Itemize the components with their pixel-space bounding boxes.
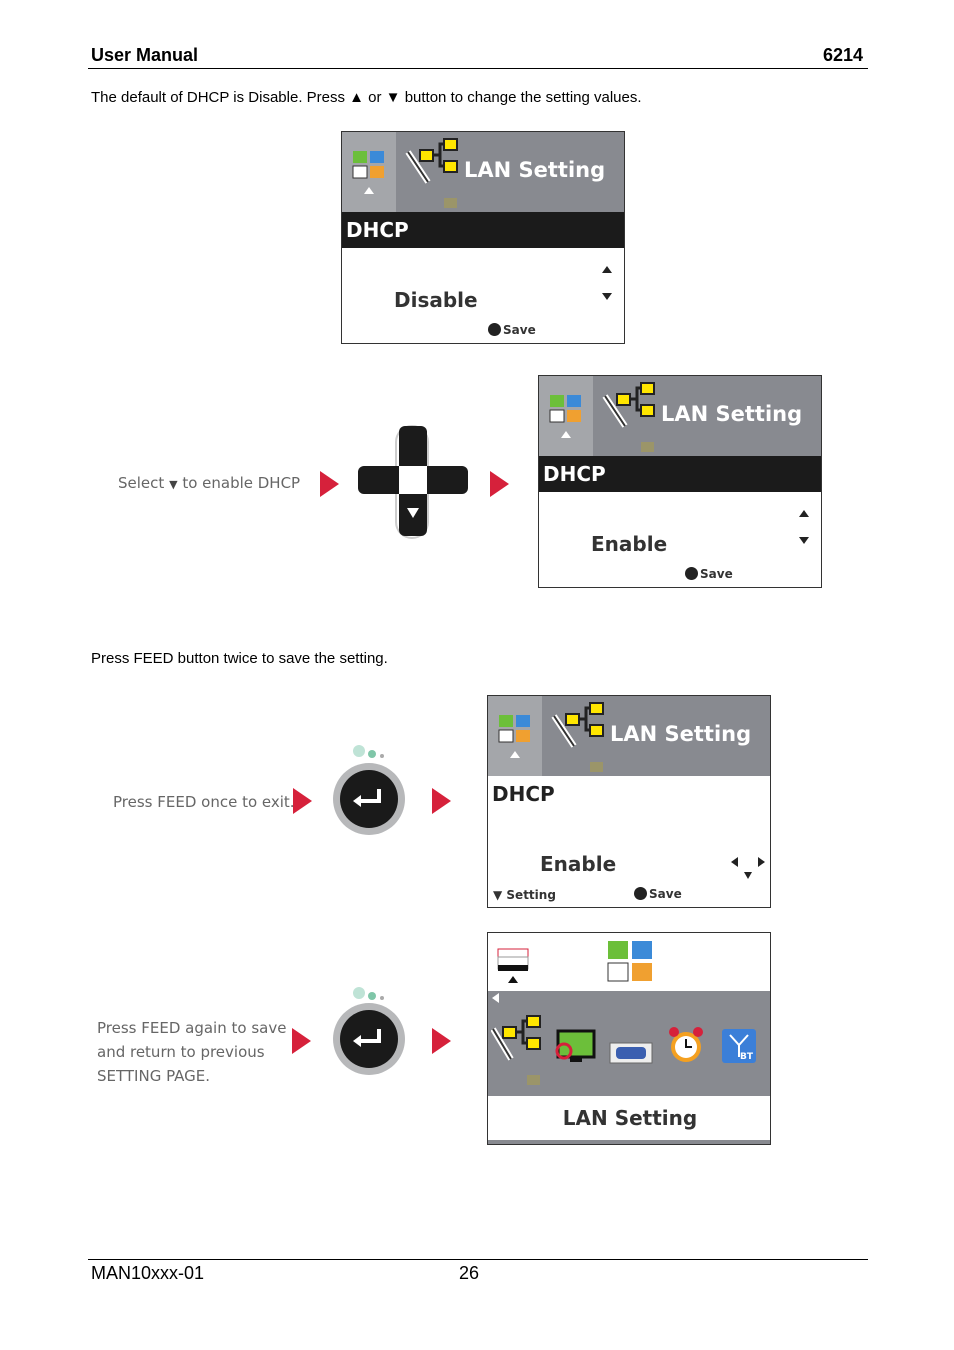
field-name: DHCP xyxy=(346,218,409,242)
field-value: Enable xyxy=(591,532,668,556)
screen-title: LAN Setting xyxy=(610,722,752,746)
interface-menu-icon xyxy=(607,941,652,982)
enter-icon xyxy=(488,323,501,336)
down-arrow-icon xyxy=(602,293,612,300)
model-number: 6214 xyxy=(822,45,863,65)
dpad-icon xyxy=(358,425,468,539)
up-arrow-icon xyxy=(602,266,612,273)
save-hint: Save xyxy=(685,567,733,581)
red-arrow-icon xyxy=(320,471,339,497)
bluetooth-icon: BT xyxy=(722,1029,756,1063)
intro-text: The default of DHCP is Disable. Press ▲ … xyxy=(91,89,642,106)
red-arrow-icon xyxy=(432,1028,451,1054)
svg-text:BT: BT xyxy=(740,1052,754,1062)
lcd-screen-dhcp-enable: LAN Setting DHCP Enable Save xyxy=(538,375,822,588)
screen-title: LAN Setting xyxy=(661,402,803,426)
printer-settings-icon xyxy=(497,948,529,983)
network-tools-icon xyxy=(551,702,604,772)
red-arrow-icon xyxy=(432,788,451,814)
lan-setting-icon xyxy=(491,1015,541,1085)
enter-icon xyxy=(685,567,698,580)
enter-icon xyxy=(634,887,647,900)
field-name: DHCP xyxy=(543,462,606,486)
save-hint: Save xyxy=(634,887,682,901)
feed-once-instruction: Press FEED once to exit. xyxy=(113,793,295,811)
down-caret-icon: ▼ xyxy=(169,478,178,491)
feed-button-icon xyxy=(333,763,405,835)
save-hint: Save xyxy=(488,323,536,337)
header-divider xyxy=(88,68,868,69)
screen-title: LAN Setting xyxy=(464,158,606,182)
network-tools-icon xyxy=(602,382,655,452)
document-number: MAN10xxx-01 xyxy=(91,1263,205,1283)
field-name: DHCP xyxy=(492,782,555,806)
footer-divider xyxy=(88,1259,868,1260)
left-arrow-icon xyxy=(492,993,499,1003)
network-tools-icon xyxy=(405,138,458,208)
red-arrow-icon xyxy=(490,471,509,497)
setting-hint: ▼ Setting xyxy=(493,888,556,902)
lcd-screen-dhcp-saved: LAN Setting DHCP Enable ▼ Setting Save xyxy=(487,695,771,908)
down-caret-icon: ▼ xyxy=(493,888,507,902)
manual-title: User Manual xyxy=(91,45,199,65)
left-right-arrows-icon xyxy=(731,857,765,879)
serial-port-icon xyxy=(609,1042,653,1064)
feed-instruction-text: Press FEED button twice to save the sett… xyxy=(91,650,388,667)
field-value: Disable xyxy=(394,288,478,312)
alarm-clock-icon xyxy=(669,1027,703,1062)
down-arrow-icon xyxy=(799,537,809,544)
menu-category-icon xyxy=(539,376,593,456)
feed-light-icon xyxy=(353,987,384,1000)
red-arrow-icon xyxy=(292,1028,311,1054)
lcd-screen-dhcp-disable: LAN Setting DHCP Disable Save xyxy=(341,131,625,344)
field-value: Enable xyxy=(540,852,617,876)
selected-menu-label: LAN Setting xyxy=(562,1106,698,1130)
red-arrow-icon xyxy=(293,788,312,814)
page-number: 26 xyxy=(459,1263,480,1283)
menu-category-icon xyxy=(342,132,396,212)
feed-light-icon xyxy=(353,745,384,758)
feed-button-icon xyxy=(333,1003,405,1075)
menu-category-icon xyxy=(488,696,542,776)
up-arrow-icon xyxy=(799,510,809,517)
select-instruction: Select ▼ to enable DHCP xyxy=(118,474,301,492)
feed-again-instruction: Press FEED again to save and return to p… xyxy=(97,1019,287,1085)
lcd-screen-setting-page: BT LAN Setting xyxy=(487,932,771,1145)
display-icon xyxy=(555,1029,596,1062)
